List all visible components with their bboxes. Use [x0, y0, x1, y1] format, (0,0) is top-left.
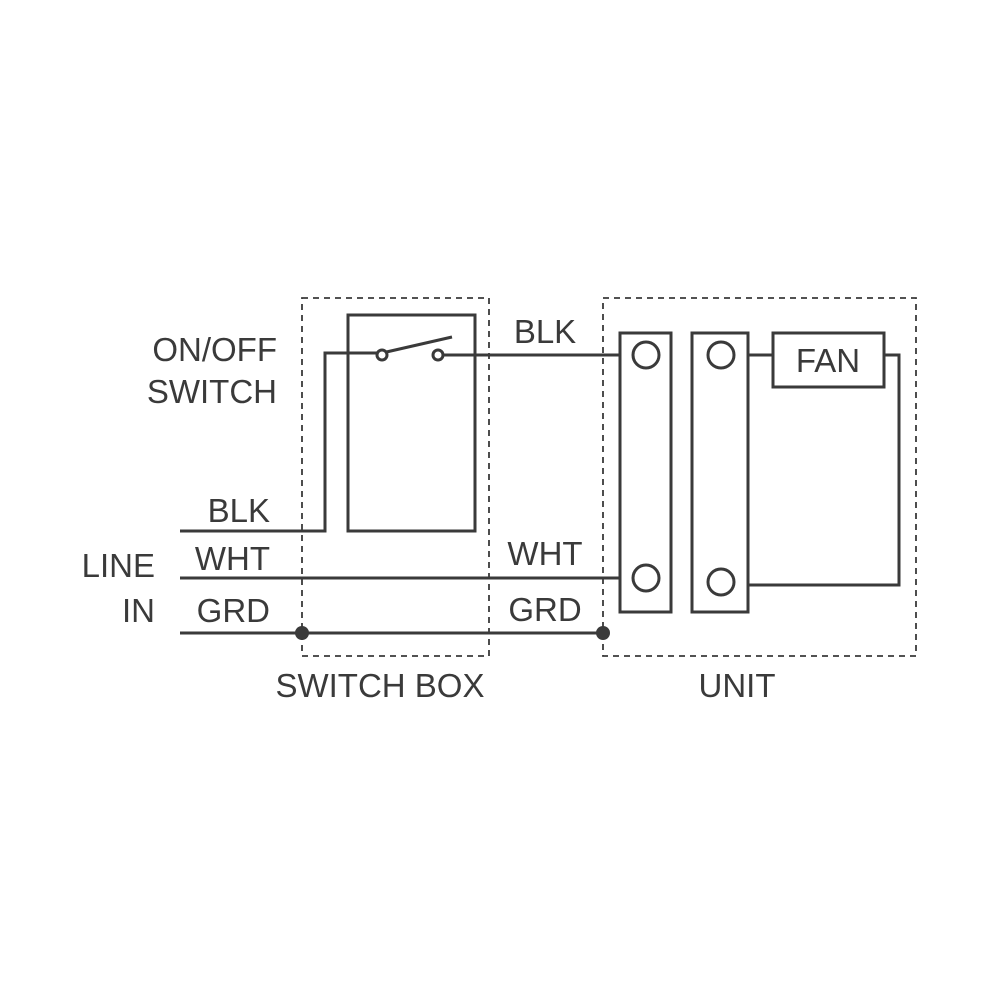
label-fan: FAN: [796, 342, 860, 379]
label-wire-grd-out: GRD: [508, 591, 581, 628]
fan-box: [771, 331, 886, 389]
label-line-in-line2: IN: [122, 592, 155, 629]
label-switch-box: SWITCH BOX: [275, 667, 484, 704]
ground-junction-unit: [596, 626, 610, 640]
terminal-block-right: [690, 331, 750, 614]
label-wire-wht-in: WHT: [195, 540, 270, 577]
switch-contact-right: [431, 348, 445, 362]
wire-fan-return: [748, 353, 901, 587]
unit-enclosure: [602, 297, 917, 657]
wire-blk-in: [180, 351, 382, 533]
terminal-screw-fan: [706, 340, 736, 370]
label-switch-line1: ON/OFF: [152, 331, 277, 368]
ground-junction-switch-box: [295, 626, 309, 640]
switch-lever: [381, 335, 453, 355]
switch-contact-left: [375, 348, 389, 362]
terminal-screw-blk: [631, 340, 661, 370]
label-wire-blk-out: BLK: [514, 313, 576, 350]
label-line-in-line1: LINE: [82, 547, 155, 584]
switch-body: [346, 313, 477, 533]
switch-box-enclosure: [301, 297, 490, 657]
label-wire-grd-in: GRD: [197, 592, 270, 629]
terminal-screw-return: [706, 567, 736, 597]
terminal-screw-wht: [631, 563, 661, 593]
label-unit: UNIT: [699, 667, 776, 704]
label-wire-blk-in: BLK: [208, 492, 270, 529]
label-switch-line2: SWITCH: [147, 373, 277, 410]
label-wire-wht-out: WHT: [507, 535, 582, 572]
